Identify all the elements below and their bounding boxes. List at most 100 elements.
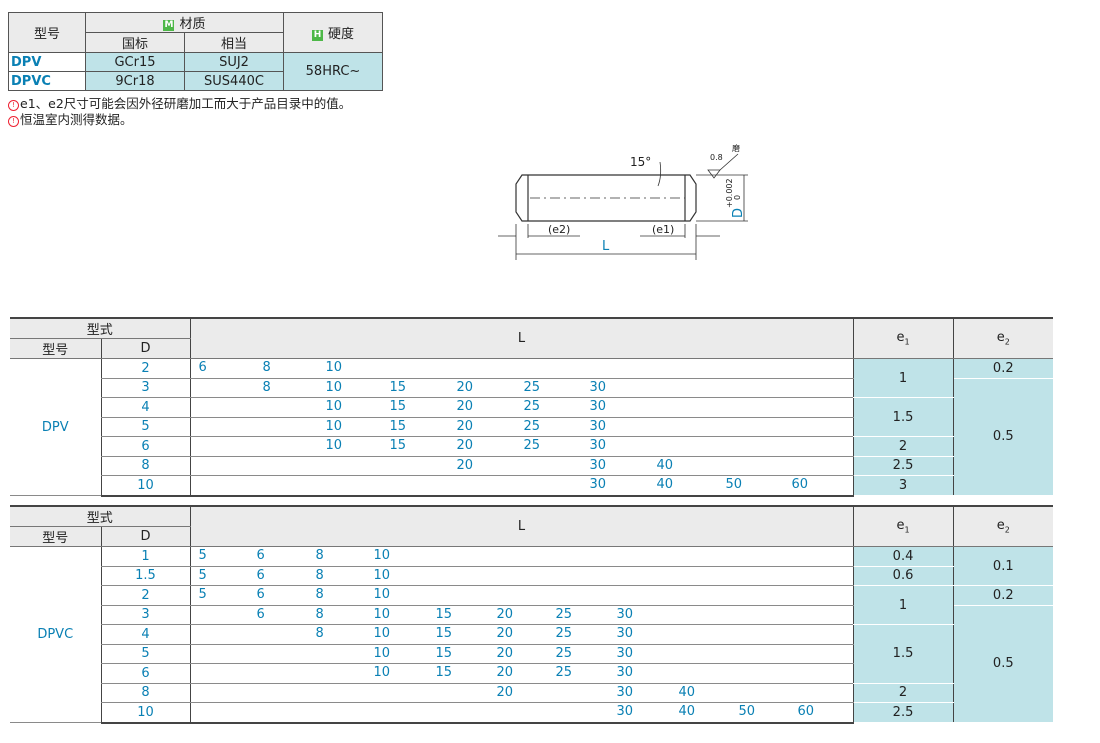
- l-value: 8: [262, 379, 271, 395]
- l-value: 15: [389, 399, 407, 414]
- l-value: 8: [262, 360, 271, 375]
- l-value: 8: [315, 626, 324, 641]
- e1-cell: 1.5: [853, 624, 954, 684]
- l-value: 10: [325, 379, 343, 395]
- l-value: 30: [589, 399, 607, 414]
- e1-cell: 1.5: [853, 397, 954, 437]
- e1-cell: 0.6: [853, 566, 954, 586]
- finish-text: 磨: [732, 143, 740, 153]
- l-value: 60: [791, 477, 809, 492]
- d-cell: 1: [100, 546, 191, 567]
- e1-cell: 3: [853, 475, 954, 496]
- d-cell: 5: [100, 644, 191, 664]
- l-value: 30: [589, 477, 607, 492]
- header-model: 型号: [10, 338, 101, 359]
- l-value: 25: [523, 399, 541, 414]
- e1-cell: 1: [853, 358, 954, 398]
- e2-label: (e2): [548, 223, 570, 236]
- header-e1: e1: [853, 317, 954, 359]
- l-value: 5: [198, 587, 207, 602]
- d-cell: 3: [100, 378, 191, 398]
- l-value: 25: [555, 626, 573, 641]
- l-value: 20: [456, 418, 474, 434]
- l-value: 20: [496, 645, 514, 661]
- l-value: 30: [616, 645, 634, 661]
- l-value: 20: [456, 457, 474, 473]
- l-value: 20: [456, 379, 474, 395]
- l-value: 25: [555, 645, 573, 661]
- d-cell: 4: [100, 624, 191, 645]
- tolerance-upper: +0.002: [725, 178, 734, 208]
- e2-cell: 0.5: [953, 378, 1054, 496]
- header-type: 型式: [10, 317, 191, 339]
- header-l: L: [189, 317, 854, 359]
- finish-value: 0.8: [710, 153, 723, 162]
- header-l: L: [189, 505, 854, 547]
- l-value: 25: [523, 418, 541, 434]
- d-cell: 8: [100, 683, 191, 703]
- header-e1: e1: [853, 505, 954, 547]
- l-value: 30: [616, 665, 634, 680]
- e2-cell: 0.2: [953, 585, 1054, 606]
- l-value: 10: [373, 587, 391, 602]
- table-row: 3 8 10 15 20 25 30 0.5: [10, 378, 1054, 496]
- l-value: 10: [373, 548, 391, 563]
- l-value: 15: [435, 665, 453, 680]
- angle-label: 15°: [630, 155, 651, 169]
- d-cell: 1.5: [100, 566, 191, 586]
- material-model: DPV: [8, 52, 86, 72]
- hardness-badge-icon: H: [311, 30, 323, 41]
- d-cell: 4: [100, 397, 191, 418]
- l-value: 8: [315, 567, 324, 583]
- l-value: 20: [456, 399, 474, 414]
- l-value: 10: [325, 360, 343, 375]
- material-gb: GCr15: [85, 52, 185, 72]
- l-value: 6: [256, 587, 265, 602]
- e1-cell: 0.4: [853, 546, 954, 567]
- e1-cell: 2: [853, 436, 954, 457]
- l-value: 50: [725, 477, 743, 492]
- material-badge-icon: M: [163, 20, 175, 31]
- material-model: DPVC: [8, 71, 86, 91]
- e1-cell: 2.5: [853, 456, 954, 476]
- l-value: 25: [523, 379, 541, 395]
- l-value: 40: [678, 704, 696, 719]
- l-value: 6: [256, 548, 265, 563]
- note-item: !恒温室内测得数据。: [8, 112, 351, 128]
- header-e2: e2: [953, 317, 1054, 359]
- l-value: 8: [315, 548, 324, 563]
- warning-icon: !: [8, 116, 19, 127]
- header-d: D: [100, 526, 191, 547]
- l-value: 15: [389, 379, 407, 395]
- d-cell: 2: [100, 585, 191, 606]
- d-cell: 6: [100, 436, 191, 457]
- l-value: 15: [435, 626, 453, 641]
- e1-cell: 1: [853, 585, 954, 625]
- l-value: 20: [496, 665, 514, 680]
- model-cell: DPV: [10, 358, 101, 496]
- l-value: 60: [797, 704, 815, 719]
- l-value: 6: [256, 567, 265, 583]
